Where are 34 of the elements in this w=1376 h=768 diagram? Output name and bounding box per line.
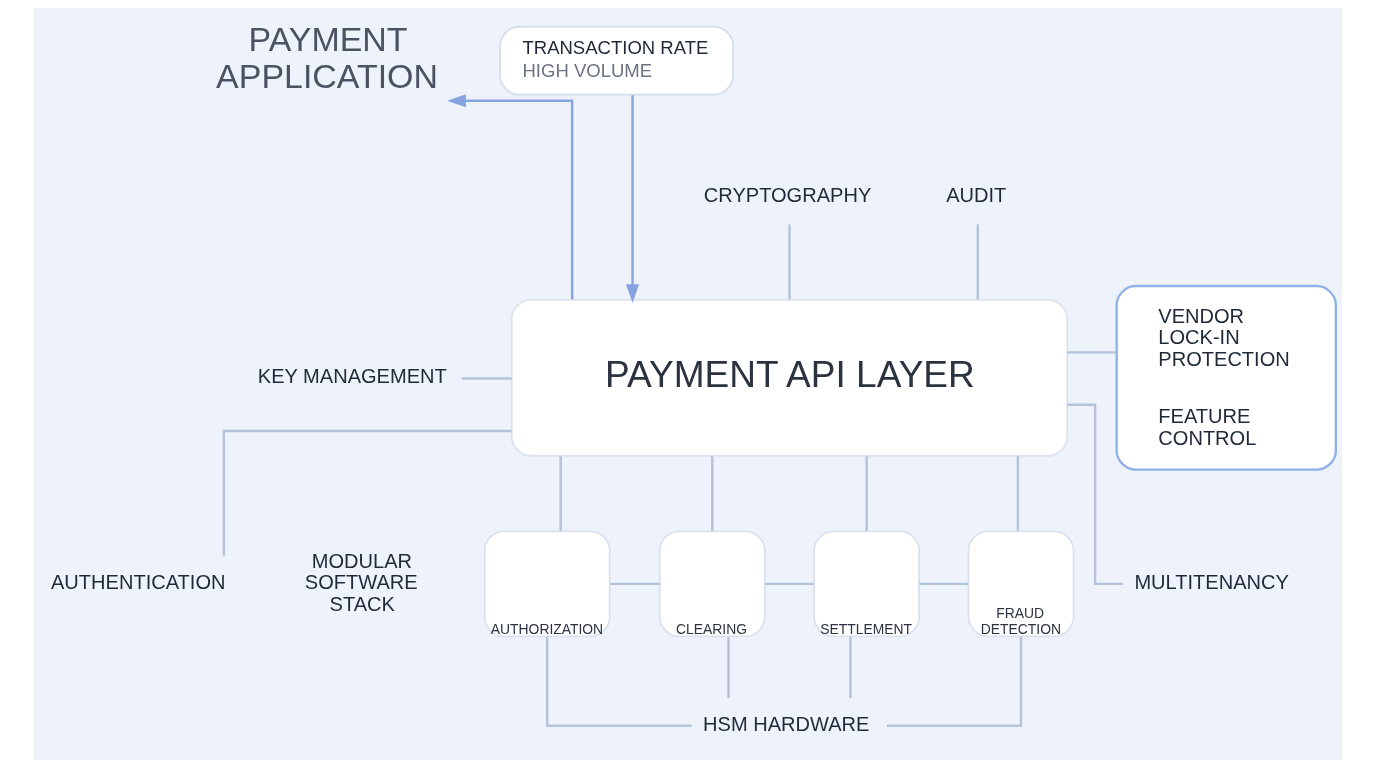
connector xyxy=(849,636,852,699)
node-box: TRANSACTION RATE HIGH VOLUME xyxy=(499,25,735,96)
node-text: AUDIT xyxy=(946,183,1007,206)
connector xyxy=(610,582,660,586)
connector xyxy=(765,582,814,586)
label: MODULAR SOFTWARE STACK xyxy=(304,549,418,615)
node-text: PAYMENT APPLICATION xyxy=(216,19,439,95)
node-box: CLEARING xyxy=(658,530,766,638)
connector xyxy=(545,636,692,728)
node-text: MULTITENANCY xyxy=(1134,571,1289,594)
node-box: SETTLEMENT xyxy=(813,530,921,638)
node-box: FRAUD DETECTION xyxy=(967,530,1075,638)
connector xyxy=(711,456,714,532)
connector xyxy=(1016,456,1020,532)
arrow xyxy=(625,95,640,304)
connector xyxy=(1067,403,1124,586)
connector xyxy=(865,456,868,532)
connector xyxy=(1067,351,1117,354)
node-box: PAYMENT API LAYER xyxy=(510,298,1069,457)
connector xyxy=(461,377,512,380)
connector xyxy=(222,429,512,556)
connector xyxy=(788,224,791,300)
node-text: CRYPTOGRAPHY xyxy=(703,183,872,206)
connector xyxy=(727,636,730,699)
connector xyxy=(559,456,562,532)
node-box: VENDOR LOCK-IN PROTECTION FEATURE CONTROL xyxy=(1115,284,1337,471)
node-text: HSM HARDWARE xyxy=(703,713,870,736)
node-text: KEY MANAGEMENT xyxy=(257,365,447,388)
node-text: AUTHENTICATION xyxy=(50,571,226,594)
connector xyxy=(887,636,1023,728)
node-box: AUTHORIZATION xyxy=(483,530,611,638)
connector xyxy=(919,582,968,586)
connector xyxy=(976,224,979,300)
arrow xyxy=(447,94,574,300)
